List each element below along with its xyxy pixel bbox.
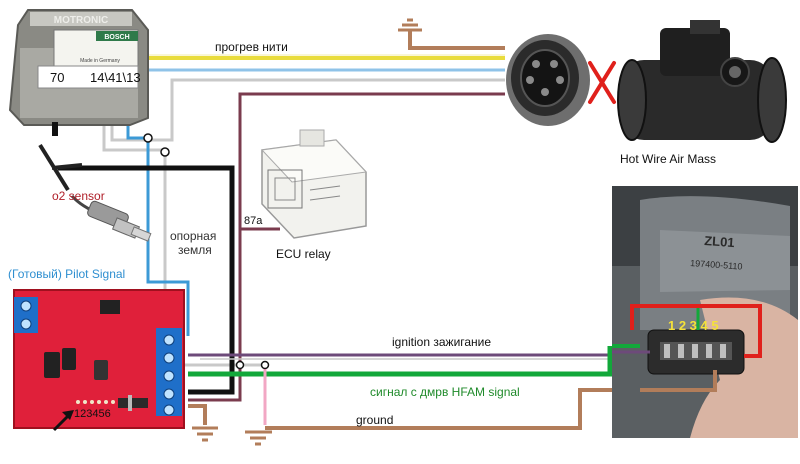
pilot-board-image [13, 289, 185, 429]
maf-label: Hot Wire Air Mass [620, 152, 716, 166]
red-x-icon [588, 61, 616, 104]
maf-connector [506, 34, 590, 126]
junctions [143, 133, 270, 370]
board-pin-numbers: 123456 [74, 408, 111, 420]
ground-wire [188, 388, 640, 430]
ground-symbol-top [398, 18, 422, 32]
o2-sensor-label: o2 sensor [52, 189, 105, 203]
hfam-sensor-photo: ZL01 197400-5110 [612, 186, 798, 438]
signal-wire [188, 346, 613, 377]
maf-feed-wire [116, 68, 505, 112]
relay-pin-label: 87a [244, 215, 263, 227]
junction-dot [160, 147, 170, 157]
ground-symbol-main [245, 430, 272, 446]
ecu-relay-label: ECU relay [276, 247, 331, 261]
ecu-module: MOTRONIC BOSCH Made in Germany 70 14\41\… [8, 9, 149, 126]
arrow-head-icon [62, 410, 74, 420]
junction-dot [235, 360, 245, 370]
ecu-small-print: Made in Germany [80, 58, 120, 64]
heater-label: прогрев нити [215, 40, 288, 54]
heater-ground-wire [408, 30, 505, 50]
ecu-brand-plate [30, 12, 132, 26]
ignition-label: ignition зажигание [392, 335, 491, 349]
ground-symbol-board [192, 426, 218, 442]
o2-sensor-image [38, 143, 152, 242]
black-wire [58, 165, 235, 395]
hfam-part-line2: 197400-5110 [690, 258, 743, 272]
pilot-wire [126, 112, 190, 336]
ecu-maker: BOSCH [104, 34, 129, 41]
junction-dot [143, 133, 153, 143]
ecu-pin-stub [52, 122, 58, 136]
junction-dot [260, 360, 270, 370]
ecu-code-left: 70 [50, 70, 64, 85]
grey-wire-a [110, 78, 505, 142]
ground-label: ground [356, 413, 393, 427]
hfam-signal-label: сигнал с дмрв HFAM signal [370, 385, 520, 399]
ecu-maker-badge [96, 31, 138, 41]
hfam-part-line1: ZL01 [704, 233, 735, 250]
ecu-code-right: 14\41\13 [90, 70, 141, 85]
ref-ground-label-line2: земля [178, 243, 212, 257]
ecu-feed-wire [188, 92, 505, 402]
ecu-relay-image [260, 129, 368, 239]
hfam-pin-numbers: 1 2 3 4 5 [668, 318, 719, 333]
ref-ground-label-line1: опорная [170, 229, 216, 243]
ecu-brand: MOTRONIC [54, 15, 108, 26]
maf-sensor-image [617, 20, 787, 143]
pilot-signal-label: (Готовый) Pilot Signal [8, 267, 125, 281]
